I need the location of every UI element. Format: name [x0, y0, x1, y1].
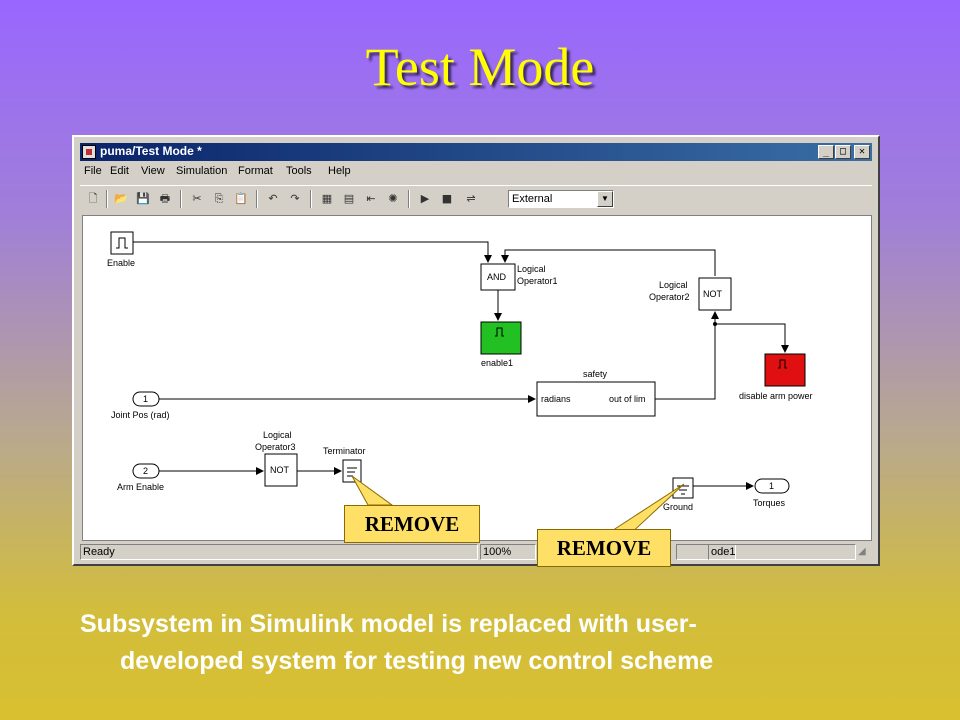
menu-bar: File Edit View Simulation Format Tools H…: [80, 163, 872, 181]
menu-format[interactable]: Format: [238, 165, 273, 177]
slide-title: Test Mode: [365, 37, 595, 97]
disable-arm-power-block[interactable]: [764, 353, 806, 387]
safety-in-port: radians: [541, 394, 571, 404]
status-bar: Ready 100% ode1 ◢: [80, 543, 872, 561]
safety-out-port: out of lim: [609, 394, 646, 404]
arm-enable-label: Arm Enable: [117, 482, 164, 492]
debug-icon[interactable]: ✺: [388, 192, 398, 205]
not2-label-2: Operator2: [649, 292, 690, 302]
simulation-mode-select[interactable]: External ▼: [508, 190, 614, 208]
open-folder-icon[interactable]: 📂: [114, 192, 128, 205]
joint-pos-label: Joint Pos (rad): [111, 410, 170, 420]
terminator-block[interactable]: [342, 459, 362, 483]
torques-label: Torques: [753, 498, 786, 508]
redo-icon[interactable]: ↷: [290, 192, 300, 205]
torques-outport[interactable]: 1: [754, 478, 790, 494]
and-block-text: AND: [487, 272, 507, 282]
signal-line[interactable]: [133, 241, 492, 263]
cut-icon[interactable]: ✂: [192, 192, 202, 205]
enable-block[interactable]: [110, 231, 134, 255]
enable1-block[interactable]: [480, 321, 522, 355]
toolbar-separator: [106, 190, 108, 208]
model-explorer-icon[interactable]: ▤: [343, 192, 355, 205]
minimize-button[interactable]: _: [818, 145, 834, 159]
not3-label-1: Logical: [263, 430, 292, 440]
safety-subsystem-block[interactable]: radians out of lim: [536, 381, 656, 417]
connect-target-icon[interactable]: ⇌: [466, 192, 476, 205]
paste-icon[interactable]: 📋: [234, 192, 248, 205]
not3-block-text: NOT: [270, 465, 290, 475]
simulink-app-icon: [82, 145, 96, 159]
resize-grip-icon[interactable]: ◢: [858, 546, 866, 557]
close-button[interactable]: ✕: [854, 145, 870, 159]
status-placeholder: [676, 544, 736, 560]
toolbar-separator: [180, 190, 182, 208]
chevron-down-icon[interactable]: ▼: [597, 191, 613, 207]
menu-help[interactable]: Help: [328, 165, 351, 177]
stop-simulation-icon[interactable]: ■: [441, 192, 453, 205]
simulink-window: puma/Test Mode * _ □ ✕ File Edit View Si…: [72, 135, 880, 566]
disable-arm-power-label: disable arm power: [739, 391, 813, 401]
and-label-2: Operator1: [517, 276, 558, 286]
simulation-mode-value: External: [512, 193, 553, 205]
branch-point: [713, 322, 717, 326]
slide-caption: Subsystem in Simulink model is replaced …: [80, 606, 900, 680]
maximize-button[interactable]: □: [835, 145, 851, 159]
library-browser-icon[interactable]: ▦: [321, 192, 333, 205]
toolbar-separator: [408, 190, 410, 208]
ground-label: Ground: [663, 502, 693, 512]
safety-title: safety: [583, 369, 608, 379]
callout-pointer: [351, 475, 394, 506]
terminator-label: Terminator: [323, 446, 366, 456]
enable1-label: enable1: [481, 358, 513, 368]
model-canvas[interactable]: Enable AND Logical Operator1 NOT Logical…: [82, 215, 872, 541]
joint-pos-inport[interactable]: 1: [132, 391, 160, 407]
not3-label-2: Operator3: [255, 442, 296, 452]
menu-view[interactable]: View: [141, 165, 165, 177]
arm-enable-number: 2: [143, 466, 148, 476]
print-icon[interactable]: 🖶: [159, 192, 171, 205]
not2-label-1: Logical: [659, 280, 688, 290]
copy-icon[interactable]: ⎘: [214, 192, 224, 205]
signal-line[interactable]: [655, 311, 719, 400]
menu-file[interactable]: File: [84, 165, 102, 177]
title-bar[interactable]: puma/Test Mode * _ □ ✕: [80, 143, 872, 161]
and-operator-block[interactable]: AND: [480, 263, 516, 291]
toolbar-separator: [310, 190, 312, 208]
status-zoom: 100%: [480, 544, 536, 560]
start-simulation-icon[interactable]: ▶: [420, 192, 430, 205]
status-ready: Ready: [80, 544, 478, 560]
not-operator3-block[interactable]: NOT: [264, 453, 298, 487]
menu-edit[interactable]: Edit: [110, 165, 129, 177]
save-icon[interactable]: 💾: [136, 192, 150, 205]
new-file-icon[interactable]: 🗋: [88, 192, 98, 205]
status-solver: ode1: [708, 544, 856, 560]
go-to-parent-icon[interactable]: ⇤: [366, 192, 376, 205]
signal-line[interactable]: [715, 323, 789, 353]
not2-block-text: NOT: [703, 289, 723, 299]
joint-pos-number: 1: [143, 394, 148, 404]
toolbar-separator: [256, 190, 258, 208]
signal-line[interactable]: [501, 249, 716, 276]
menu-tools[interactable]: Tools: [286, 165, 312, 177]
enable-label: Enable: [107, 258, 135, 268]
undo-icon[interactable]: ↶: [268, 192, 278, 205]
window-title: puma/Test Mode *: [100, 144, 202, 158]
remove-callout-terminator: REMOVE: [344, 505, 480, 543]
remove-callout-ground: REMOVE: [537, 529, 671, 567]
menu-simulation[interactable]: Simulation: [176, 165, 228, 177]
and-label-1: Logical: [517, 264, 546, 274]
caption-line-1: Subsystem in Simulink model is replaced …: [80, 610, 697, 638]
caption-line-2: developed system for testing new control…: [120, 647, 714, 675]
not-operator2-block[interactable]: NOT: [698, 277, 732, 311]
torques-number: 1: [769, 481, 774, 491]
toolbar: 🗋 📂 💾 🖶 ✂ ⎘ 📋 ↶ ↷ ▦ ▤ ⇤ ✺ ▶ ■ ⇌ External…: [80, 185, 872, 211]
ground-block[interactable]: [672, 477, 694, 499]
